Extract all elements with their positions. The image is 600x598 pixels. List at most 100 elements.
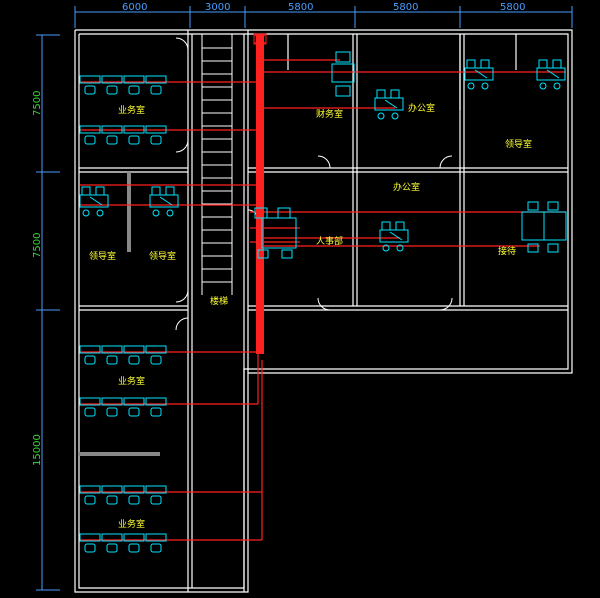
dim-left-2: 7500 [32,233,43,258]
chair [539,82,547,90]
desk [145,345,167,354]
desk [149,194,179,208]
desk [379,229,409,243]
room-label-yewushi-2: 业务室 [118,375,145,387]
chair [151,186,161,196]
chair [128,495,140,505]
executive-desk [379,221,409,252]
chair [150,495,162,505]
chair [150,407,162,417]
desk [331,63,355,83]
desk [145,397,167,406]
executive-desk [149,186,179,217]
chair [376,89,386,99]
chair [553,82,561,90]
chair [377,112,385,120]
chair [281,249,293,259]
room-label-bangongshi-2: 办公室 [393,181,420,193]
chair [254,207,268,219]
desk [101,533,123,542]
desk [101,75,123,84]
desk [123,125,145,134]
chair [166,209,174,217]
desk [79,75,101,84]
chair [96,209,104,217]
desk [79,125,101,134]
desk [101,485,123,494]
top-dimension-line [74,6,573,28]
furniture [79,51,567,553]
dim-top-2: 3000 [205,2,230,13]
chair [150,355,162,365]
desk-edge [474,69,488,79]
chair [391,112,399,120]
chair [128,135,140,145]
executive-desk [374,89,404,120]
desk [101,397,123,406]
desk [123,75,145,84]
chair [84,85,96,95]
door-arcs [175,37,453,331]
chair [165,186,175,196]
chair [106,355,118,365]
dim-left-3: 15000 [32,434,43,466]
chair [335,85,351,97]
chair [95,186,105,196]
partition-bar [78,452,160,456]
cable-trunk [253,33,267,354]
dim-top-5: 5800 [500,2,525,13]
chair [150,85,162,95]
chair [547,243,559,253]
desk [123,485,145,494]
chair [81,186,91,196]
chair [128,543,140,553]
desk-edge [89,196,103,206]
desk [261,217,297,249]
chair [547,201,559,211]
workstation-row [79,345,167,365]
desk [101,345,123,354]
dim-left-1: 7500 [32,91,43,116]
workstation-row [79,533,167,553]
room-label-lingdaoshi-1: 领导室 [505,138,532,150]
dim-top-4: 5800 [393,2,418,13]
desk [536,67,566,81]
stair-steps [202,47,232,283]
workstation-row [79,125,167,145]
chair [106,407,118,417]
room-label-yewushi-1: 业务室 [118,104,145,116]
partition-bar [127,172,131,252]
desk [79,345,101,354]
chair [382,244,390,252]
desk [145,125,167,134]
desk [374,97,404,111]
desk [464,67,494,81]
chair [257,249,269,259]
reception-table [521,201,567,253]
chair [480,59,490,69]
desk [79,397,101,406]
room-label-caiwushi: 财务室 [316,108,343,120]
chair [106,85,118,95]
chair [335,51,351,63]
chair [106,543,118,553]
room-label-yewushi-3: 业务室 [118,518,145,530]
chair [84,355,96,365]
chair [84,135,96,145]
chair [150,135,162,145]
room-label-louti: 楼梯 [210,295,228,307]
desk-edge [159,196,173,206]
finance-desks [331,51,355,97]
executive-desk [536,59,566,90]
chair [84,407,96,417]
desk-edge [384,99,398,109]
desk [101,125,123,134]
workstation-row [79,397,167,417]
chair [82,209,90,217]
chair [84,543,96,553]
chair [527,243,539,253]
chair [527,201,539,211]
chair [128,355,140,365]
cable-runs [80,59,566,541]
chair [381,221,391,231]
